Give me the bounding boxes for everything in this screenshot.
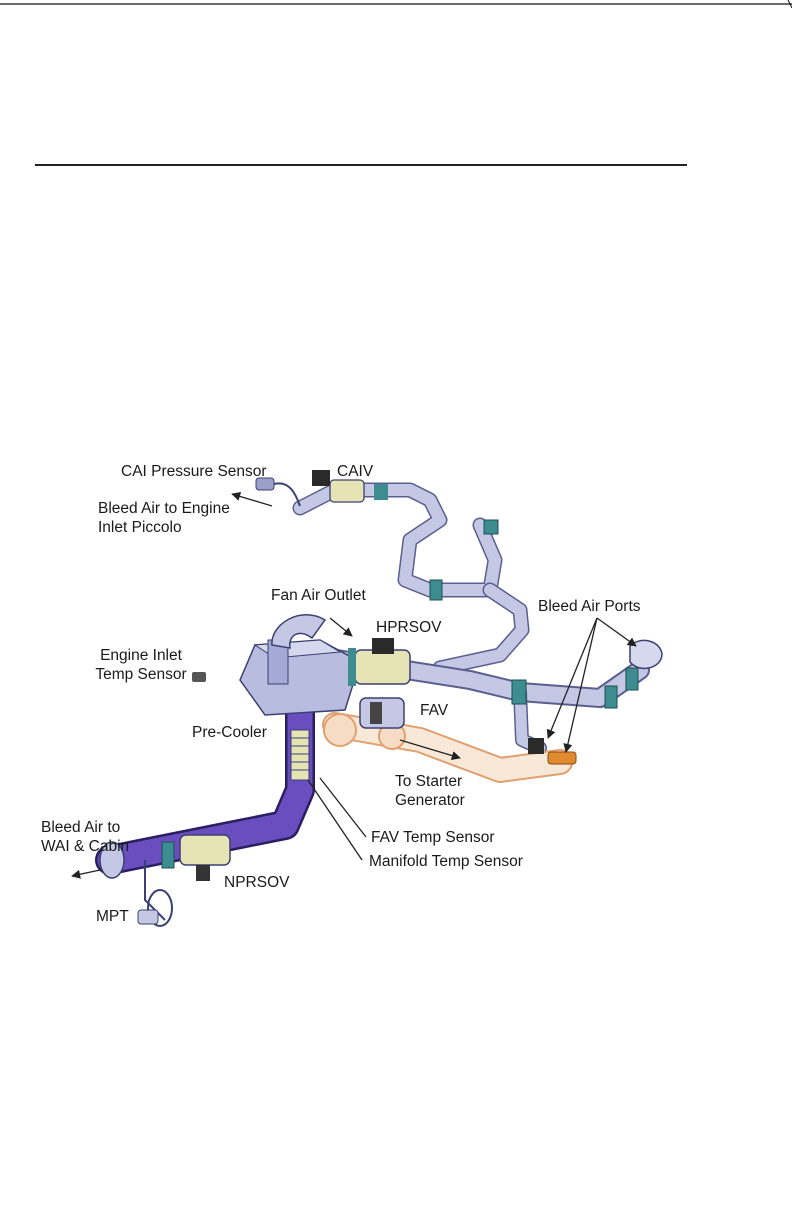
fav-valve bbox=[360, 698, 404, 728]
label-to-starter-generator: To Starter Generator bbox=[395, 772, 475, 810]
upper-bleed-duct bbox=[300, 490, 522, 668]
label-bleed-air-wai-cabin: Bleed Air to WAI & Cabin bbox=[41, 818, 151, 856]
label-engine-inlet-temp-sensor: Engine Inlet Temp Sensor bbox=[86, 646, 196, 684]
nprsov-valve bbox=[180, 835, 230, 881]
hprsov-valve bbox=[348, 638, 410, 686]
label-hprsov: HPRSOV bbox=[376, 618, 441, 637]
label-caiv: CAIV bbox=[337, 462, 373, 481]
cai-pressure-sensor bbox=[256, 478, 300, 506]
label-fav: FAV bbox=[420, 701, 448, 720]
label-nprsov: NPRSOV bbox=[224, 873, 289, 892]
label-pre-cooler: Pre-Cooler bbox=[192, 723, 267, 742]
pre-cooler-unit bbox=[240, 640, 360, 715]
horizontal-divider bbox=[35, 164, 687, 166]
label-manifold-temp-sensor: Manifold Temp Sensor bbox=[369, 852, 523, 871]
mpt-sensor bbox=[138, 860, 172, 926]
label-bleed-air-ports: Bleed Air Ports bbox=[538, 597, 641, 616]
label-bleed-air-engine-inlet-piccolo: Bleed Air to Engine Inlet Piccolo bbox=[98, 499, 248, 537]
label-fav-temp-sensor: FAV Temp Sensor bbox=[371, 828, 495, 847]
label-mpt: MPT bbox=[96, 907, 129, 926]
label-cai-pressure-sensor: CAI Pressure Sensor bbox=[121, 462, 267, 481]
precooler-bellows bbox=[291, 730, 309, 780]
label-fan-air-outlet: Fan Air Outlet bbox=[271, 586, 366, 605]
top-border-rule bbox=[0, 0, 792, 8]
